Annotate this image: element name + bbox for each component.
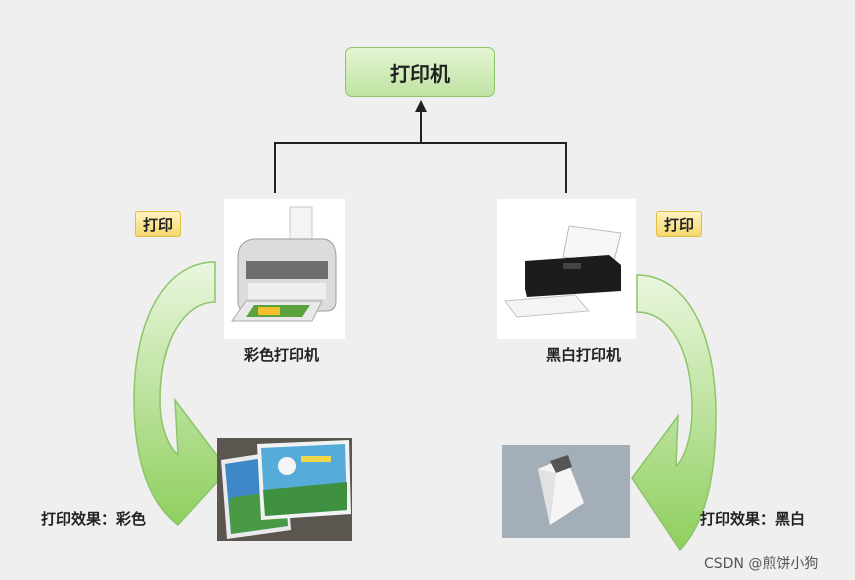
right-curved-arrow — [631, 274, 717, 552]
root-node-label: 打印机 — [390, 61, 450, 86]
bw-printer-label: 黑白打印机 — [546, 346, 622, 364]
right-print-tag: 打印 — [656, 211, 703, 237]
root-node-printer: 打印机 — [345, 47, 495, 97]
color-print-result-image — [217, 438, 352, 541]
right-print-tag-label: 打印 — [664, 215, 695, 234]
watermark: CSDN @煎饼小狗 — [704, 556, 819, 572]
tree-connector — [274, 112, 567, 193]
color-printer-image — [224, 199, 345, 339]
left-curved-arrow — [133, 261, 229, 527]
bw-printer-image — [497, 199, 636, 339]
connector-arrowhead — [415, 100, 427, 112]
color-print-result-label: 打印效果：彩色 — [41, 510, 147, 528]
left-print-tag: 打印 — [135, 211, 182, 237]
color-printer-label: 彩色打印机 — [244, 346, 320, 364]
bw-print-result-label: 打印效果：黑白 — [700, 510, 806, 528]
bw-print-result-image — [502, 445, 630, 538]
left-print-tag-label: 打印 — [143, 215, 174, 234]
